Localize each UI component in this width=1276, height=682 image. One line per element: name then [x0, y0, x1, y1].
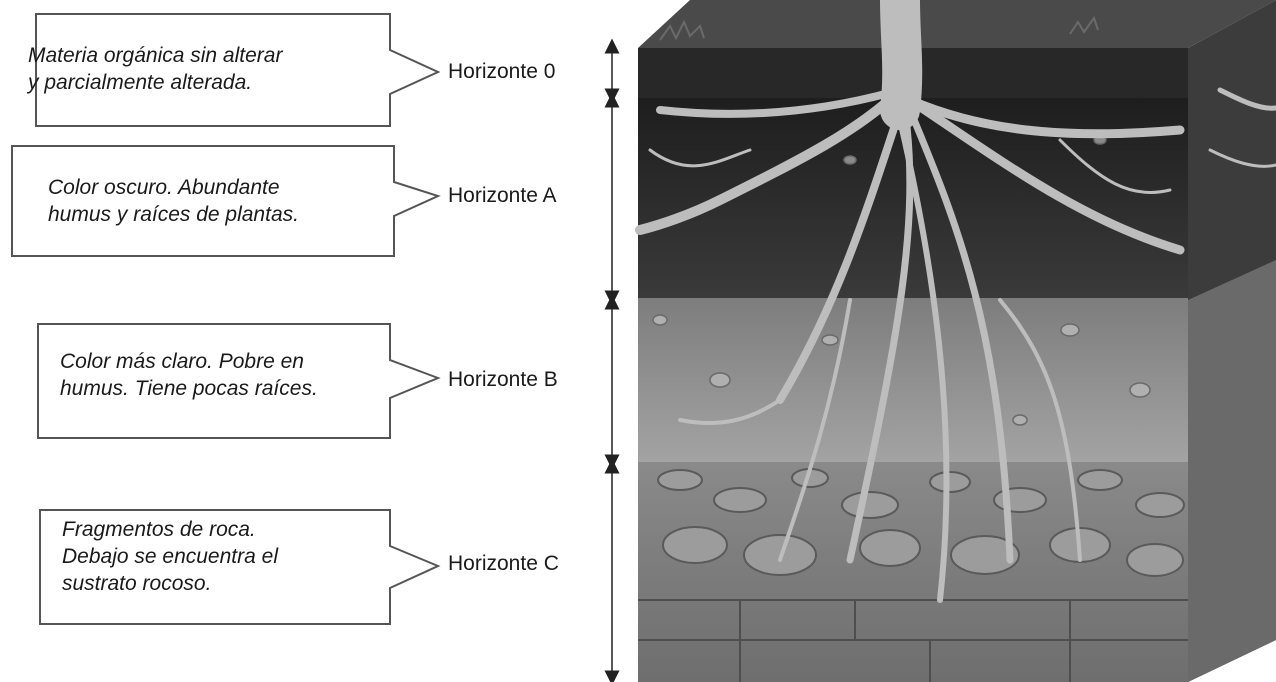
- soil-surface: [638, 0, 1276, 48]
- depth-scale: [0, 0, 640, 682]
- soil-profile-illustration: [600, 0, 1276, 682]
- soil-side-face-lower: [1188, 260, 1276, 682]
